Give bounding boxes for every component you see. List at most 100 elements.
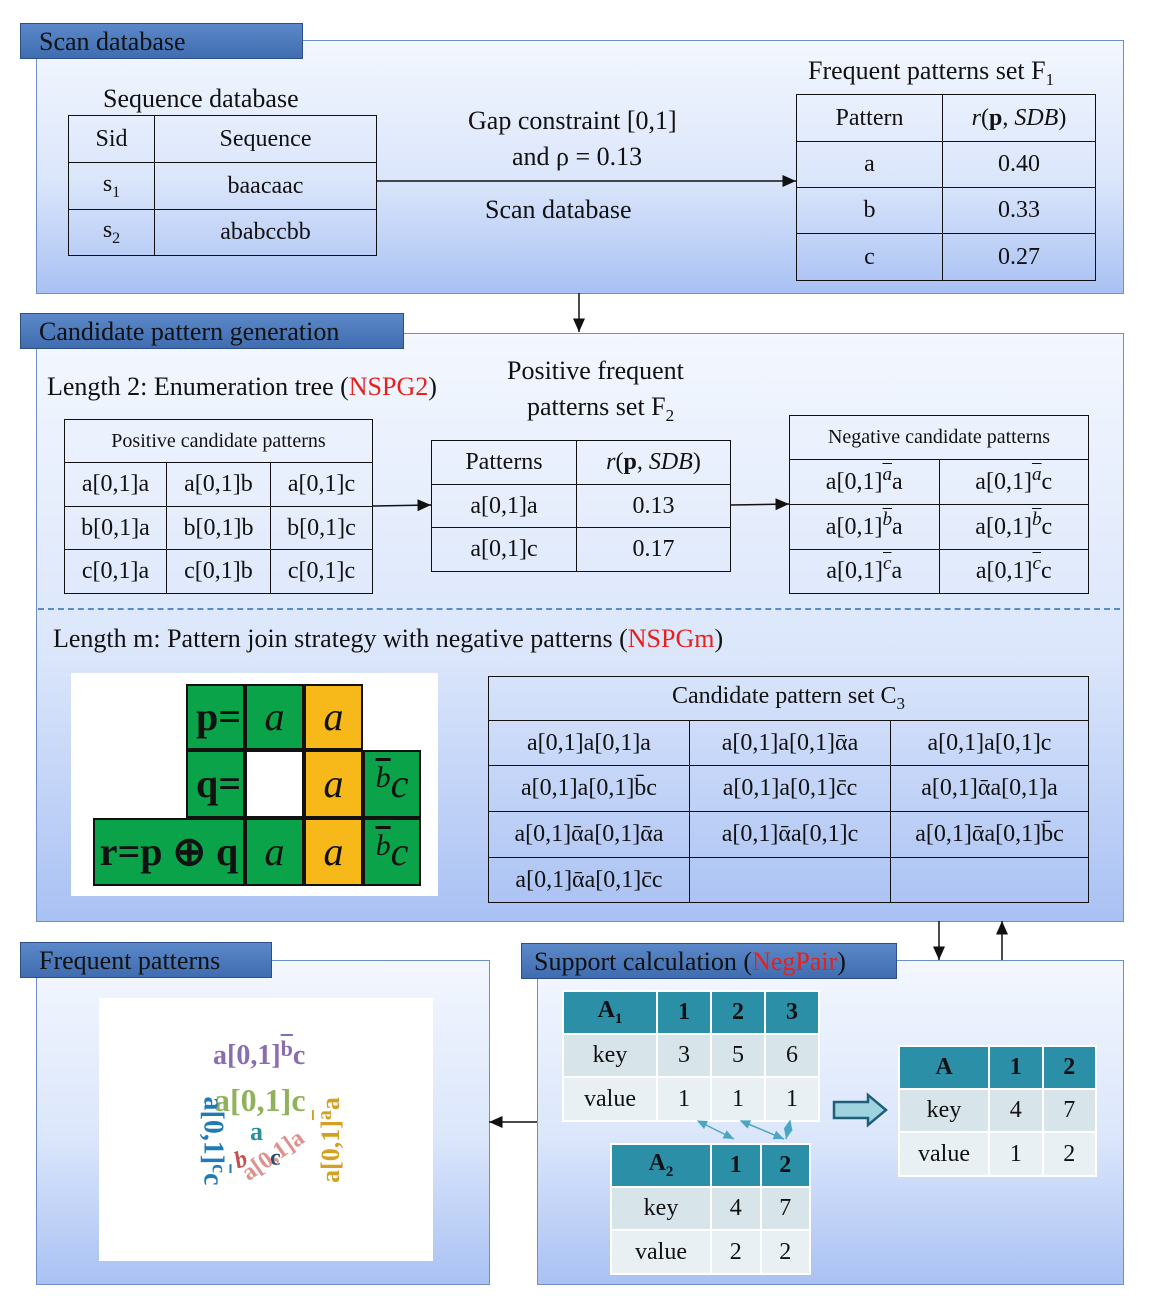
a2-col: 2: [759, 1143, 811, 1188]
r-cell-a1: a: [245, 818, 304, 886]
sequence-database-title: Sequence database: [103, 84, 299, 113]
value-cell: 2: [1041, 1131, 1097, 1177]
scan-tab: Scan database: [20, 23, 303, 59]
dashed-divider: [38, 608, 1120, 610]
f2-title-line2: patterns set F2: [527, 392, 675, 426]
negative-cell: a[0,1]aa: [789, 459, 940, 505]
ratio-cell: 0.13: [576, 484, 731, 528]
pair-link-2: [739, 1120, 785, 1140]
value-cell: 2: [759, 1229, 811, 1275]
negative-cell: a[0,1]cc: [938, 549, 1089, 594]
candidate-cell: a[0,1]c: [269, 462, 374, 507]
a-col: 1: [988, 1045, 1044, 1090]
c3-cell: [890, 857, 1089, 903]
a2-header: A2: [610, 1143, 712, 1188]
a-result-table: A 1 2 key 4 7 value 1 2: [898, 1045, 1097, 1177]
candidate-cell: c[0,1]a: [64, 549, 167, 594]
gap-constraint-label: Gap constraint [0,1]: [468, 106, 677, 135]
c3-cell: a[0,1]ᾱa[0,1]c̄c: [488, 857, 690, 903]
a1-header: A1: [562, 990, 658, 1035]
a-col: 2: [1041, 1045, 1097, 1090]
frequent-tab: Frequent patterns: [20, 942, 272, 978]
pattern-cell: a: [796, 141, 943, 188]
value-cell: 1: [710, 1076, 766, 1122]
length2-label: Length 2: Enumeration tree (NSPG2): [47, 372, 437, 401]
frequent-tab-label: Frequent patterns: [39, 946, 221, 975]
candidate-tab: Candidate pattern generation: [20, 313, 404, 349]
support-tab-label: Support calculation (NegPair): [534, 947, 846, 976]
value-label: value: [610, 1229, 712, 1275]
result-block-arrow: [832, 1092, 888, 1128]
pattern-cell: a[0,1]a: [431, 484, 577, 528]
candidate-cell: c[0,1]b: [165, 549, 271, 594]
a1-col: 3: [764, 990, 820, 1035]
value-label: value: [898, 1131, 990, 1177]
pos-to-f2-arrow: [372, 499, 432, 512]
q-cell-a: a: [304, 750, 363, 818]
a1-col: 1: [656, 990, 712, 1035]
sequence-cell: ababccbb: [154, 209, 377, 256]
sequence-database-table: Sid Sequence s1 baacaac s2 ababccbb: [68, 115, 377, 256]
q-label-cell: q=: [186, 750, 245, 818]
sid-cell: s2: [68, 209, 155, 256]
value-cell: 1: [988, 1131, 1044, 1177]
negative-candidates-title: Negative candidate patterns: [789, 415, 1089, 460]
word-cloud-word: a: [250, 1117, 263, 1146]
a1-col: 2: [710, 990, 766, 1035]
key-cell: 3: [656, 1033, 712, 1078]
patterns-header: Patterns: [431, 440, 577, 485]
scan-arrow-label: Scan database: [485, 195, 632, 224]
pattern-cell: c: [796, 233, 943, 281]
c3-table: Candidate pattern set C3 a[0,1]a[0,1]a a…: [488, 676, 1089, 903]
key-cell: 4: [988, 1088, 1044, 1133]
positive-candidates-title: Positive candidate patterns: [64, 419, 373, 463]
key-cell: 5: [710, 1033, 766, 1078]
r-label-cell: r=p ⊕ q: [93, 818, 245, 886]
word-cloud-word: c: [270, 1145, 281, 1171]
f2-to-neg-arrow: [730, 498, 790, 511]
a1-table: A1 1 2 3 key 3 5 6 value 1 1 1: [562, 990, 820, 1122]
key-cell: 7: [759, 1186, 811, 1231]
c3-cell: a[0,1]ᾱa[0,1]ᾱa: [488, 811, 690, 858]
rho-label: and ρ = 0.13: [512, 142, 643, 171]
length-m-label: Length m: Pattern join strategy with neg…: [53, 624, 724, 653]
ratio-cell: 0.17: [576, 527, 731, 572]
a2-col: 1: [710, 1143, 762, 1188]
f1-title: Frequent patterns set F1: [808, 56, 1055, 90]
c3-cell: a[0,1]ᾱa[0,1]c: [689, 811, 891, 858]
key-cell: 4: [710, 1186, 762, 1231]
scan-tab-label: Scan database: [39, 27, 186, 56]
q-cell-bc: bc: [363, 750, 421, 818]
support-tab: Support calculation (NegPair): [521, 943, 897, 979]
c3-cell: a[0,1]ᾱa[0,1]b̄c: [890, 811, 1089, 858]
candidate-cell: a[0,1]a: [64, 462, 167, 507]
word-cloud: [99, 998, 433, 1261]
candidate-cell: b[0,1]c: [269, 506, 374, 550]
r-cell-a2: a: [304, 818, 363, 886]
positive-candidates-table: Positive candidate patterns a[0,1]a a[0,…: [64, 419, 374, 594]
key-label: key: [562, 1033, 658, 1078]
r-cell-bc: bc: [363, 818, 421, 886]
join-grid: p= a a q= a bc r=p ⊕ q a a bc: [71, 673, 438, 896]
word-cloud-word: a[0,1]c: [214, 1082, 306, 1118]
key-cell: 7: [1041, 1088, 1097, 1133]
value-cell: 1: [764, 1076, 820, 1122]
p-label-cell: p=: [186, 684, 245, 750]
c3-cell: a[0,1]ᾱa[0,1]a: [890, 765, 1089, 812]
c3-cell: a[0,1]a[0,1]c̄c: [689, 765, 891, 812]
p-cell-a2: a: [304, 684, 363, 750]
pair-link-3: [783, 1119, 793, 1140]
candidate-cell: a[0,1]b: [165, 462, 271, 507]
a-header: A: [898, 1045, 990, 1090]
key-cell: 6: [764, 1033, 820, 1078]
c3-title: Candidate pattern set C3: [488, 676, 1089, 721]
q-empty-cell: [245, 750, 304, 818]
pair-link-1: [696, 1120, 735, 1140]
key-label: key: [610, 1186, 712, 1231]
pattern-header: Pattern: [796, 94, 943, 142]
a2-table: A2 1 2 key 4 7 value 2 2: [610, 1143, 811, 1275]
key-label: key: [898, 1088, 990, 1133]
sequence-cell: baacaac: [154, 162, 377, 210]
